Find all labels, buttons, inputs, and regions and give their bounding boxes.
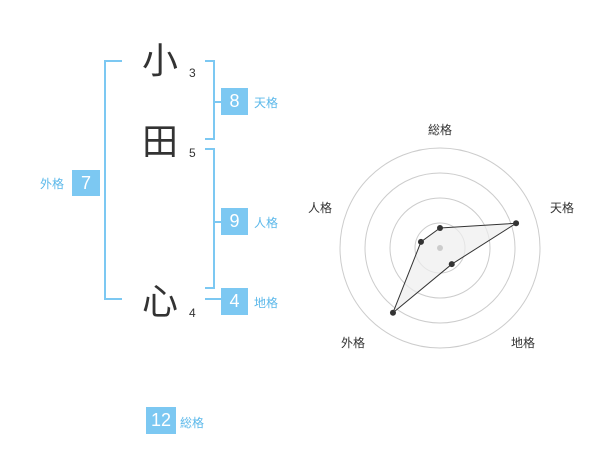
stroke-count-2: 5	[189, 146, 196, 160]
tenkaku-bracket-vertical	[213, 60, 215, 140]
chikaku-label: 地格	[254, 296, 279, 310]
radar-grid-ring	[364, 172, 516, 324]
tenkaku-bracket-top	[205, 60, 215, 62]
jinkaku-label: 人格	[254, 216, 279, 230]
gaikaku-bracket-vertical	[104, 60, 106, 300]
radar-center-point	[437, 245, 443, 251]
radar-point-3	[389, 309, 396, 316]
jinkaku-connector	[213, 221, 221, 223]
soukaku-value-box: 12	[146, 407, 176, 434]
radar-axis-label-gaikaku: 外格	[341, 336, 366, 350]
gaikaku-bracket-top	[104, 60, 122, 62]
radar-point-4	[417, 238, 424, 245]
chikaku-value-box: 4	[221, 288, 248, 315]
stroke-count-3: 4	[189, 306, 196, 320]
radar-axis-label-chikaku: 地格	[511, 336, 536, 350]
radar-point-0	[437, 225, 443, 231]
jinkaku-bracket-bottom	[205, 287, 215, 289]
radar-axis-label-jinkaku: 人格	[308, 201, 333, 215]
name-char-2: 田	[141, 122, 178, 163]
tenkaku-value-box: 8	[221, 88, 248, 115]
radar-axis-label-tenkaku: 天格	[550, 201, 575, 215]
radar-score-polygon	[392, 222, 517, 314]
tenkaku-connector	[213, 101, 221, 103]
jinkaku-bracket-top	[205, 148, 215, 150]
chikaku-connector	[205, 298, 221, 300]
jinkaku-value-box: 9	[221, 208, 248, 235]
soukaku-label: 総格	[180, 416, 205, 430]
name-char-3: 心	[141, 282, 178, 323]
radar-axis-label-soukaku: 総格	[428, 123, 453, 137]
tenkaku-label: 天格	[254, 96, 279, 110]
jinkaku-bracket-vertical	[213, 148, 215, 288]
gaikaku-value-box: 7	[72, 170, 100, 196]
radar-grid-ring	[339, 147, 541, 349]
stroke-count-1: 3	[189, 66, 196, 80]
radar-grid-ring	[389, 197, 491, 299]
gaikaku-label: 外格	[40, 177, 65, 191]
radar-point-2	[448, 261, 455, 268]
name-char-1: 小	[141, 41, 178, 82]
tenkaku-bracket-bottom	[205, 138, 215, 140]
gaikaku-bracket-bottom	[104, 298, 122, 300]
radar-point-1	[513, 220, 520, 227]
